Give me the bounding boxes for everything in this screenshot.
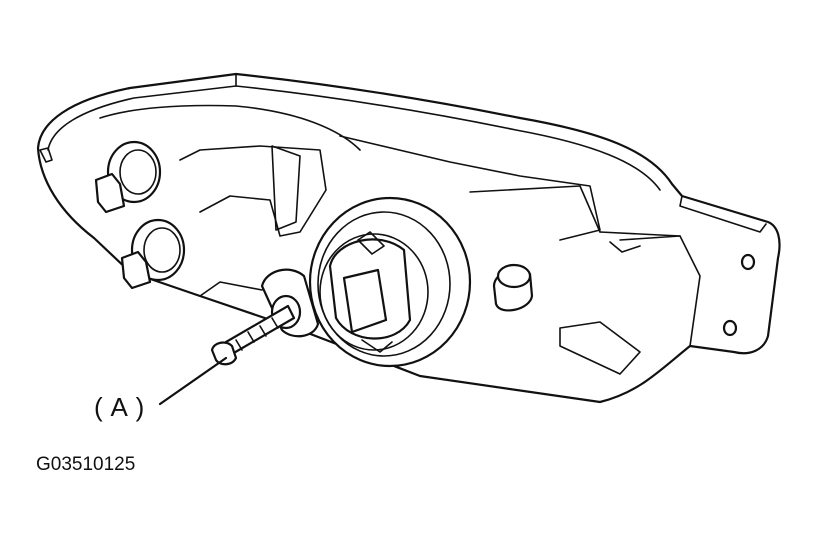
upper-small-socket xyxy=(94,140,162,214)
cylindrical-post xyxy=(492,263,534,312)
callout-leader-line xyxy=(158,356,228,406)
mounting-holes xyxy=(722,253,756,337)
figure-code: G03510125 xyxy=(36,454,136,475)
callout-label-a: ( A ) xyxy=(94,392,146,422)
lower-small-socket xyxy=(120,218,186,290)
bolt-a xyxy=(210,304,296,366)
main-bulb-socket xyxy=(308,196,472,368)
housing-panels xyxy=(179,135,701,377)
